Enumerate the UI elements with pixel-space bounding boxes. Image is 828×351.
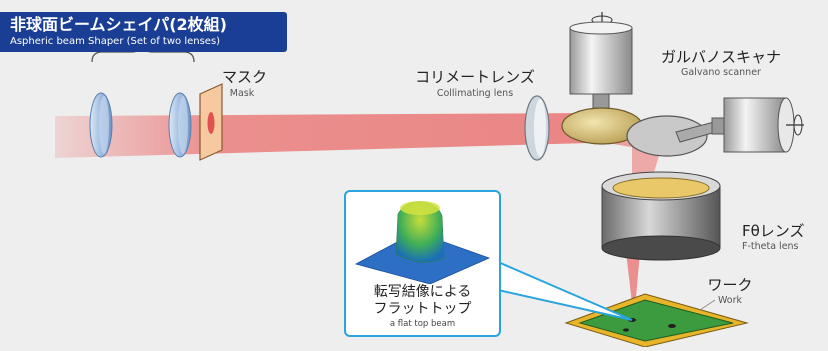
title-badge: 非球面ビームシェイパ(2枚組) Aspheric beam Shaper (Se… (0, 12, 287, 52)
flat-top-profile-image (354, 201, 491, 284)
shaper-lens-1 (89, 92, 113, 158)
ftheta-label-en: F-theta lens (742, 241, 799, 252)
mask-label-en: Mask (229, 88, 255, 99)
flat-top-callout: 転写結像による フラットトップ a flat top beam (344, 190, 501, 337)
work-label-jp: ワーク (707, 276, 753, 294)
callout-text-jp-line1: 転写結像による (373, 284, 472, 300)
laser-beam-horizontal (55, 113, 590, 158)
galvano-mirror-2 (626, 115, 708, 157)
work-leader-line (699, 299, 716, 311)
work-label-en: Work (717, 295, 743, 306)
callout-pointer (497, 260, 633, 321)
title-japanese: 非球面ビームシェイパ(2枚組) (10, 15, 227, 34)
title-english: Aspheric beam Shaper (Set of two lenses) (10, 36, 221, 47)
collimating-lens-shape (524, 95, 550, 161)
mask-label-jp: マスク (222, 68, 268, 86)
work-board (564, 293, 749, 348)
mask-plate (199, 83, 223, 161)
laser-beam-focused (626, 252, 640, 320)
collimating-label-jp: コリメートレンズ (415, 68, 535, 86)
ftheta-label-jp: Fθレンズ (742, 222, 805, 240)
collimating-label-en: Collimating lens (436, 88, 514, 99)
shaper-lens-2 (168, 92, 192, 158)
galvano-motor-vertical (569, 12, 633, 109)
callout-text-en: a flat top beam (389, 319, 456, 329)
galvano-label-en: Galvano scanner (681, 67, 761, 78)
galvano-motor-horizontal (675, 97, 804, 153)
ftheta-lens-body (601, 171, 721, 261)
galvano-label-jp: ガルバノスキャナ (660, 48, 781, 66)
callout-text-jp-line2: フラットトップ (373, 301, 472, 317)
